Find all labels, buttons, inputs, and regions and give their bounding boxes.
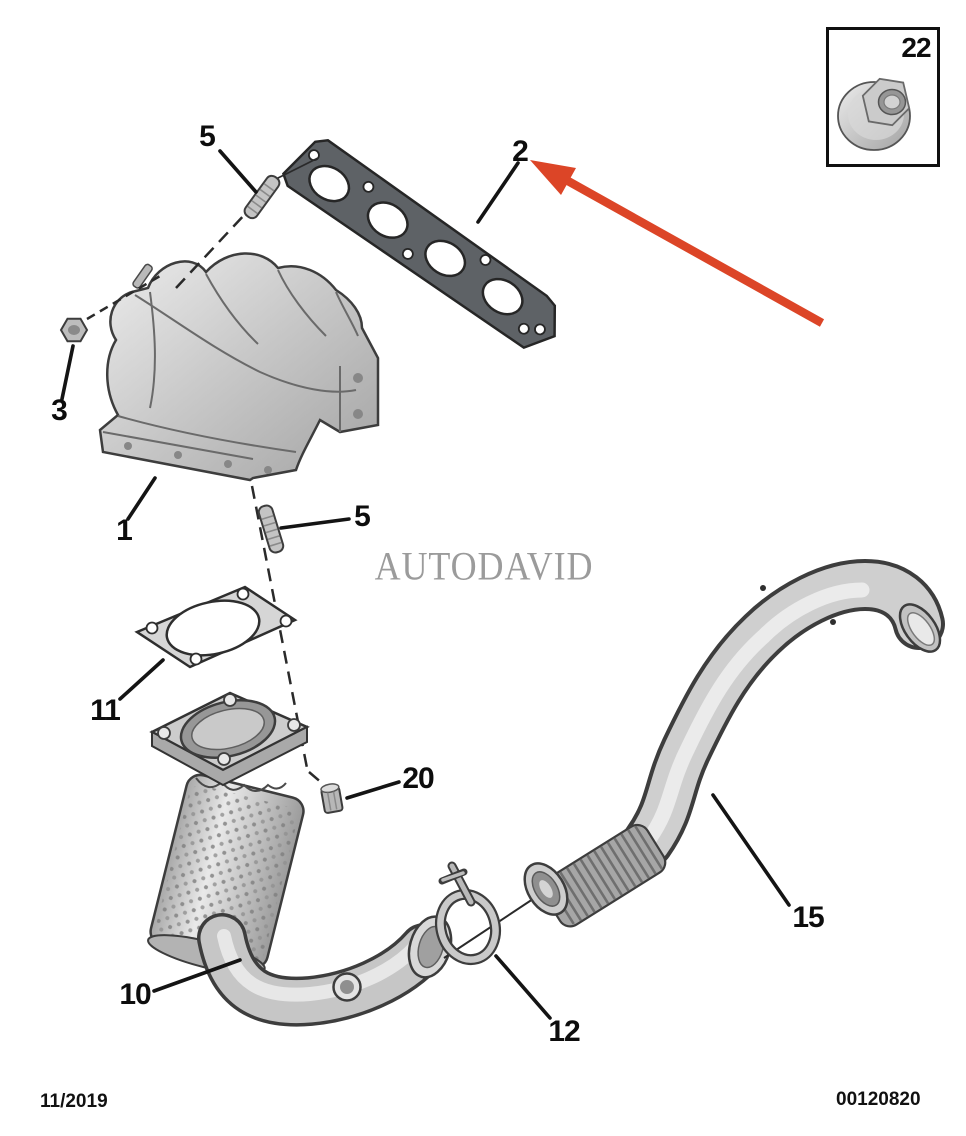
converter-gasket-drawing bbox=[134, 585, 298, 669]
watermark-text: AUTODAVID bbox=[374, 543, 594, 589]
part-label-catalytic-converter: 10 bbox=[119, 978, 151, 1011]
footer-document-number: 00120820 bbox=[836, 1089, 921, 1110]
exhaust-manifold-drawing bbox=[98, 252, 380, 482]
inset-box bbox=[826, 27, 940, 167]
converter-nut-drawing bbox=[320, 783, 344, 814]
stud-upper-drawing bbox=[243, 174, 281, 220]
part-label-inset-flange-nut: 22 bbox=[901, 32, 931, 63]
part-label-exhaust-manifold: 1 bbox=[116, 514, 133, 547]
part-label-manifold-gasket: 2 bbox=[512, 135, 529, 168]
highlight-arrow bbox=[530, 160, 825, 327]
front-pipe-drawing bbox=[523, 558, 945, 928]
catalytic-converter-drawing bbox=[147, 691, 453, 1027]
assembly-axis-upper bbox=[175, 157, 319, 289]
flange-nut-drawing bbox=[837, 77, 911, 151]
part-label-manifold-nut: 3 bbox=[51, 394, 68, 427]
part-label-clamp: 12 bbox=[548, 1015, 580, 1048]
footer-date-code: 11/2019 bbox=[40, 1091, 108, 1112]
clamp-drawing bbox=[434, 861, 502, 966]
part-label-stud-upper: 5 bbox=[199, 120, 216, 153]
part-label-converter-gasket: 11 bbox=[90, 694, 121, 727]
manifold-nut-drawing bbox=[59, 274, 161, 343]
stud-lower-drawing bbox=[257, 504, 285, 554]
part-label-converter-nut: 20 bbox=[402, 762, 434, 795]
manifold-gasket-drawing bbox=[281, 139, 557, 350]
part-label-stud-lower: 5 bbox=[354, 500, 371, 533]
part-label-front-pipe: 15 bbox=[792, 901, 824, 934]
leader-lines bbox=[60, 149, 791, 1020]
